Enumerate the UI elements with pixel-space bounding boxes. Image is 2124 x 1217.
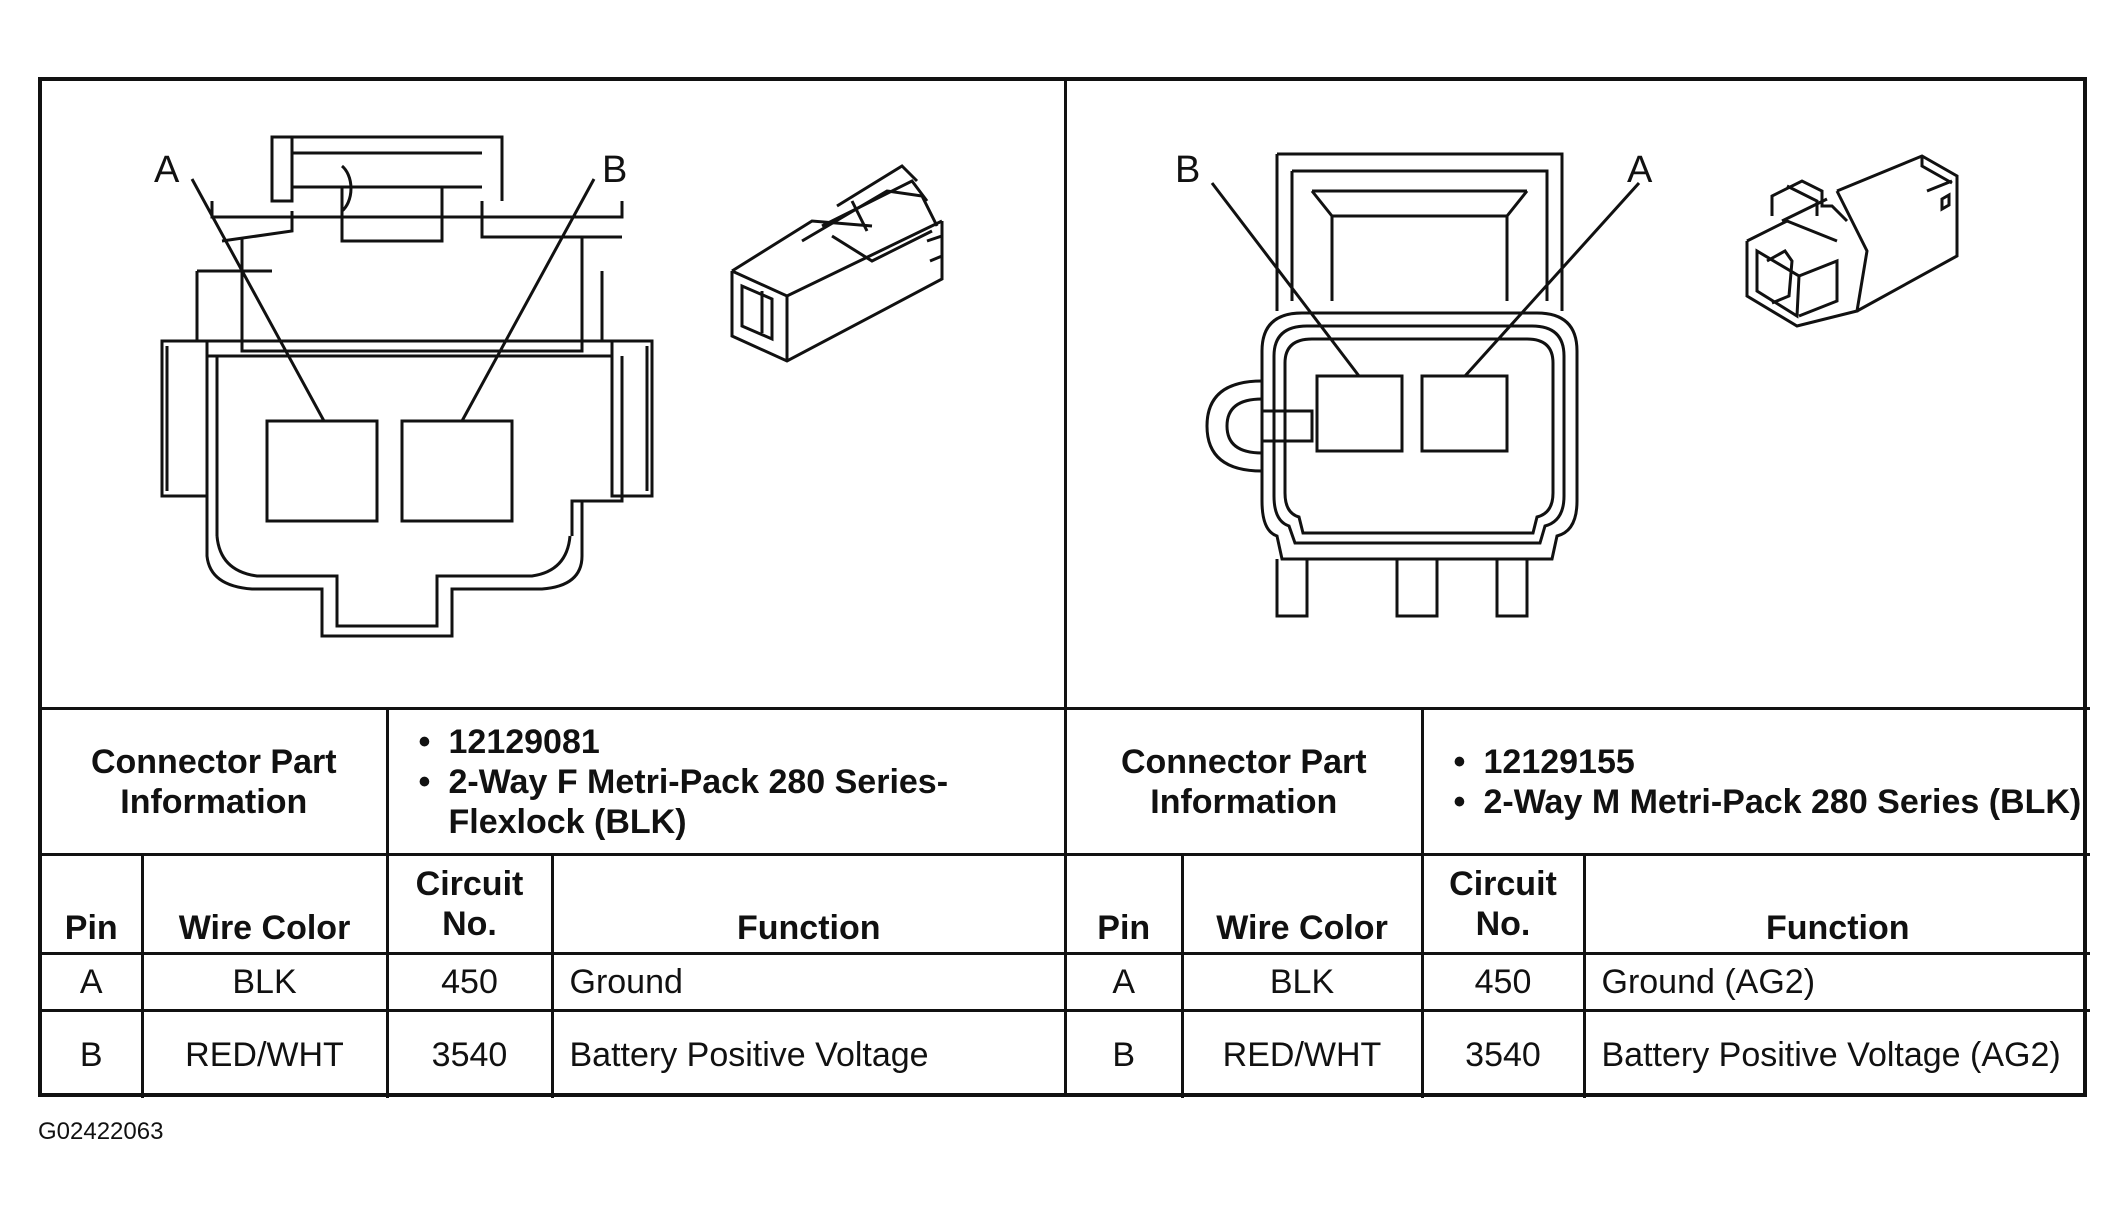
right-row-b-circuit: 3540 <box>1420 1009 1586 1098</box>
right-row-a-circuit: 450 <box>1420 952 1586 1012</box>
left-pin-label-a: A <box>154 149 180 191</box>
left-row-b-circuit: 3540 <box>385 1009 554 1098</box>
left-pin-label-b: B <box>602 149 628 191</box>
right-pin-label-b: B <box>1175 149 1201 191</box>
right-connector-panel: B A Connector Part Info <box>1064 81 2090 1098</box>
left-info-cell: 12129081 2-Way F Metri-Pack 280 Series-F… <box>385 707 1065 856</box>
right-col-circuit: Circuit No. <box>1420 853 1586 955</box>
cavity-a <box>265 419 379 523</box>
cavity-b <box>400 419 514 523</box>
female-connector-face-view <box>160 135 654 638</box>
left-row-a-function: Ground <box>550 952 1064 1012</box>
right-connector-drawing: B A <box>1067 81 2090 707</box>
right-row-b-pin: B <box>1067 1009 1184 1098</box>
left-row-b-pin: B <box>42 1009 144 1098</box>
right-info-cell: 12129155 2-Way M Metri-Pack 280 Series (… <box>1420 707 2091 856</box>
connector-diagram-frame: A B Connector Part Info <box>38 77 2090 1098</box>
right-row-a-wire: BLK <box>1180 952 1424 1012</box>
left-row-a-wire: BLK <box>140 952 389 1012</box>
left-row-b-wire: RED/WHT <box>140 1009 389 1098</box>
left-row-a-circuit: 450 <box>385 952 554 1012</box>
left-col-pin: Pin <box>42 853 144 955</box>
left-part-description: 2-Way F Metri-Pack 280 Series-Flexlock (… <box>419 762 1065 842</box>
right-col-wire-color: Wire Color <box>1180 853 1424 955</box>
right-row-b-function: Battery Positive Voltage (AG2) <box>1582 1009 2090 1098</box>
right-row-a-pin: A <box>1067 952 1184 1012</box>
left-connector-table: Connector Part Information 12129081 2-Wa… <box>42 707 1064 1098</box>
cavity-a <box>1420 374 1509 453</box>
left-col-circuit: Circuit No. <box>385 853 554 955</box>
right-row-b-wire: RED/WHT <box>1180 1009 1424 1098</box>
male-connector-face-view <box>1205 152 1641 618</box>
left-row-b-function: Battery Positive Voltage <box>550 1009 1064 1098</box>
right-row-a-function: Ground (AG2) <box>1582 952 2090 1012</box>
left-row-a-pin: A <box>42 952 144 1012</box>
left-connector-panel: A B Connector Part Info <box>42 81 1064 1098</box>
left-col-function: Function <box>550 853 1064 955</box>
right-part-number: 12129155 <box>1454 742 2091 782</box>
right-pin-label-a: A <box>1627 149 1653 191</box>
cavity-b <box>1315 374 1404 453</box>
right-connector-table: Connector Part Information 12129155 2-Wa… <box>1067 707 2090 1098</box>
figure-id: G02422063 <box>38 1118 164 1145</box>
right-col-pin: Pin <box>1067 853 1184 955</box>
right-info-heading: Connector Part Information <box>1067 707 1424 856</box>
right-col-function: Function <box>1582 853 2090 955</box>
male-connector-iso-view <box>1745 154 1959 328</box>
female-connector-iso-view <box>730 164 944 363</box>
right-part-description: 2-Way M Metri-Pack 280 Series (BLK) <box>1454 782 2091 822</box>
left-connector-drawing: A B <box>42 81 1064 707</box>
left-part-number: 12129081 <box>419 722 1065 762</box>
left-col-wire-color: Wire Color <box>140 853 389 955</box>
left-info-heading: Connector Part Information <box>42 707 389 856</box>
